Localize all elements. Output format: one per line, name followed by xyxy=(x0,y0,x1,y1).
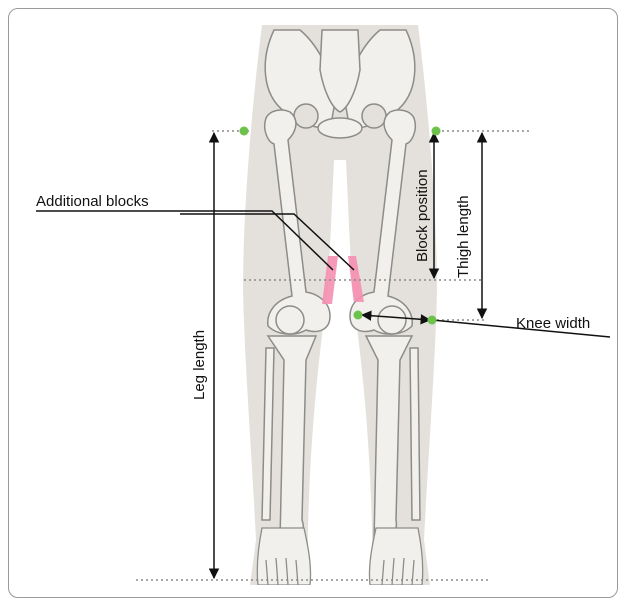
block-position-label: Block position xyxy=(414,169,431,262)
landmark-hip-left xyxy=(240,127,249,136)
thigh-length-label: Thigh length xyxy=(455,195,472,278)
leg-length-label: Leg length xyxy=(191,330,208,400)
foot-right xyxy=(369,528,422,585)
landmark-hip-right xyxy=(432,127,441,136)
patella-right xyxy=(378,306,406,334)
landmark-knee-medial xyxy=(354,311,363,320)
patella-left xyxy=(276,306,304,334)
landmark-knee-lateral xyxy=(428,316,437,325)
leg-anatomy-diagram: Additional blocks Knee width Block posit… xyxy=(0,0,624,585)
knee-width-label: Knee width xyxy=(516,315,590,332)
foot-left xyxy=(257,528,310,585)
additional-blocks-label: Additional blocks xyxy=(36,193,149,210)
